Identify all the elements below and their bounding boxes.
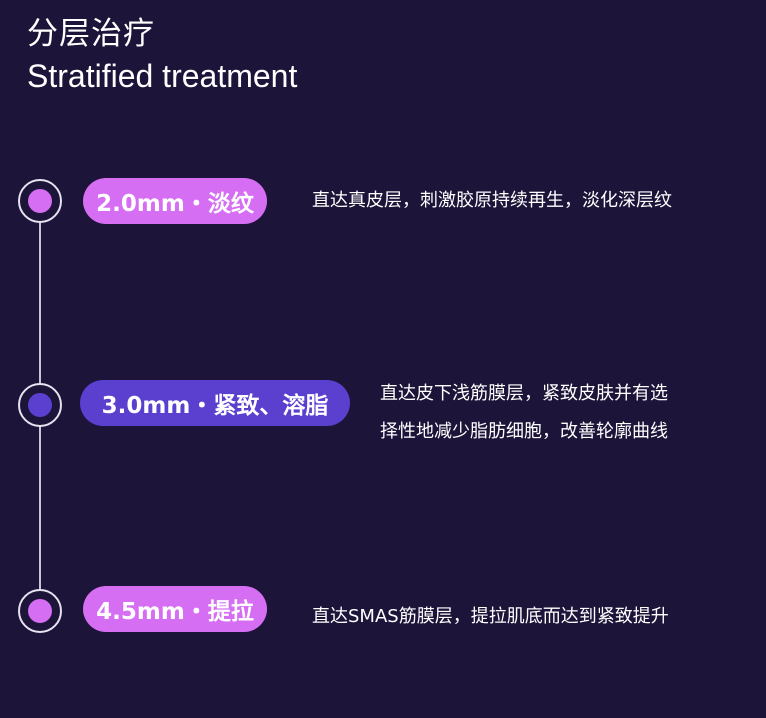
node-dot <box>28 189 52 213</box>
desc-line: 直达真皮层，刺激胶原持续再生，淡化深层纹 <box>312 190 672 211</box>
layer-desc-3: 直达SMAS筋膜层，提拉肌底而达到紧致提升 <box>312 598 669 636</box>
page-title-en: Stratified treatment <box>27 58 298 94</box>
page-title-cn: 分层治疗 <box>27 16 155 52</box>
desc-line: 择性地减少脂肪细胞，改善轮廓曲线 <box>380 421 668 442</box>
timeline-node-2 <box>18 383 62 427</box>
layer-desc-2: 直达皮下浅筋膜层，紧致皮肤并有选 择性地减少脂肪细胞，改善轮廓曲线 <box>380 375 668 451</box>
timeline-node-3 <box>18 589 62 633</box>
desc-line: 直达SMAS筋膜层，提拉肌底而达到紧致提升 <box>312 606 669 627</box>
timeline-node-1 <box>18 179 62 223</box>
layer-pill-3: 4.5mm・提拉 <box>83 586 267 632</box>
layer-pill-1: 2.0mm・淡纹 <box>83 178 267 224</box>
node-dot <box>28 599 52 623</box>
layer-desc-1: 直达真皮层，刺激胶原持续再生，淡化深层纹 <box>312 182 672 220</box>
node-dot <box>28 393 52 417</box>
layer-pill-2: 3.0mm・紧致、溶脂 <box>80 380 350 426</box>
desc-line: 直达皮下浅筋膜层，紧致皮肤并有选 <box>380 383 668 404</box>
